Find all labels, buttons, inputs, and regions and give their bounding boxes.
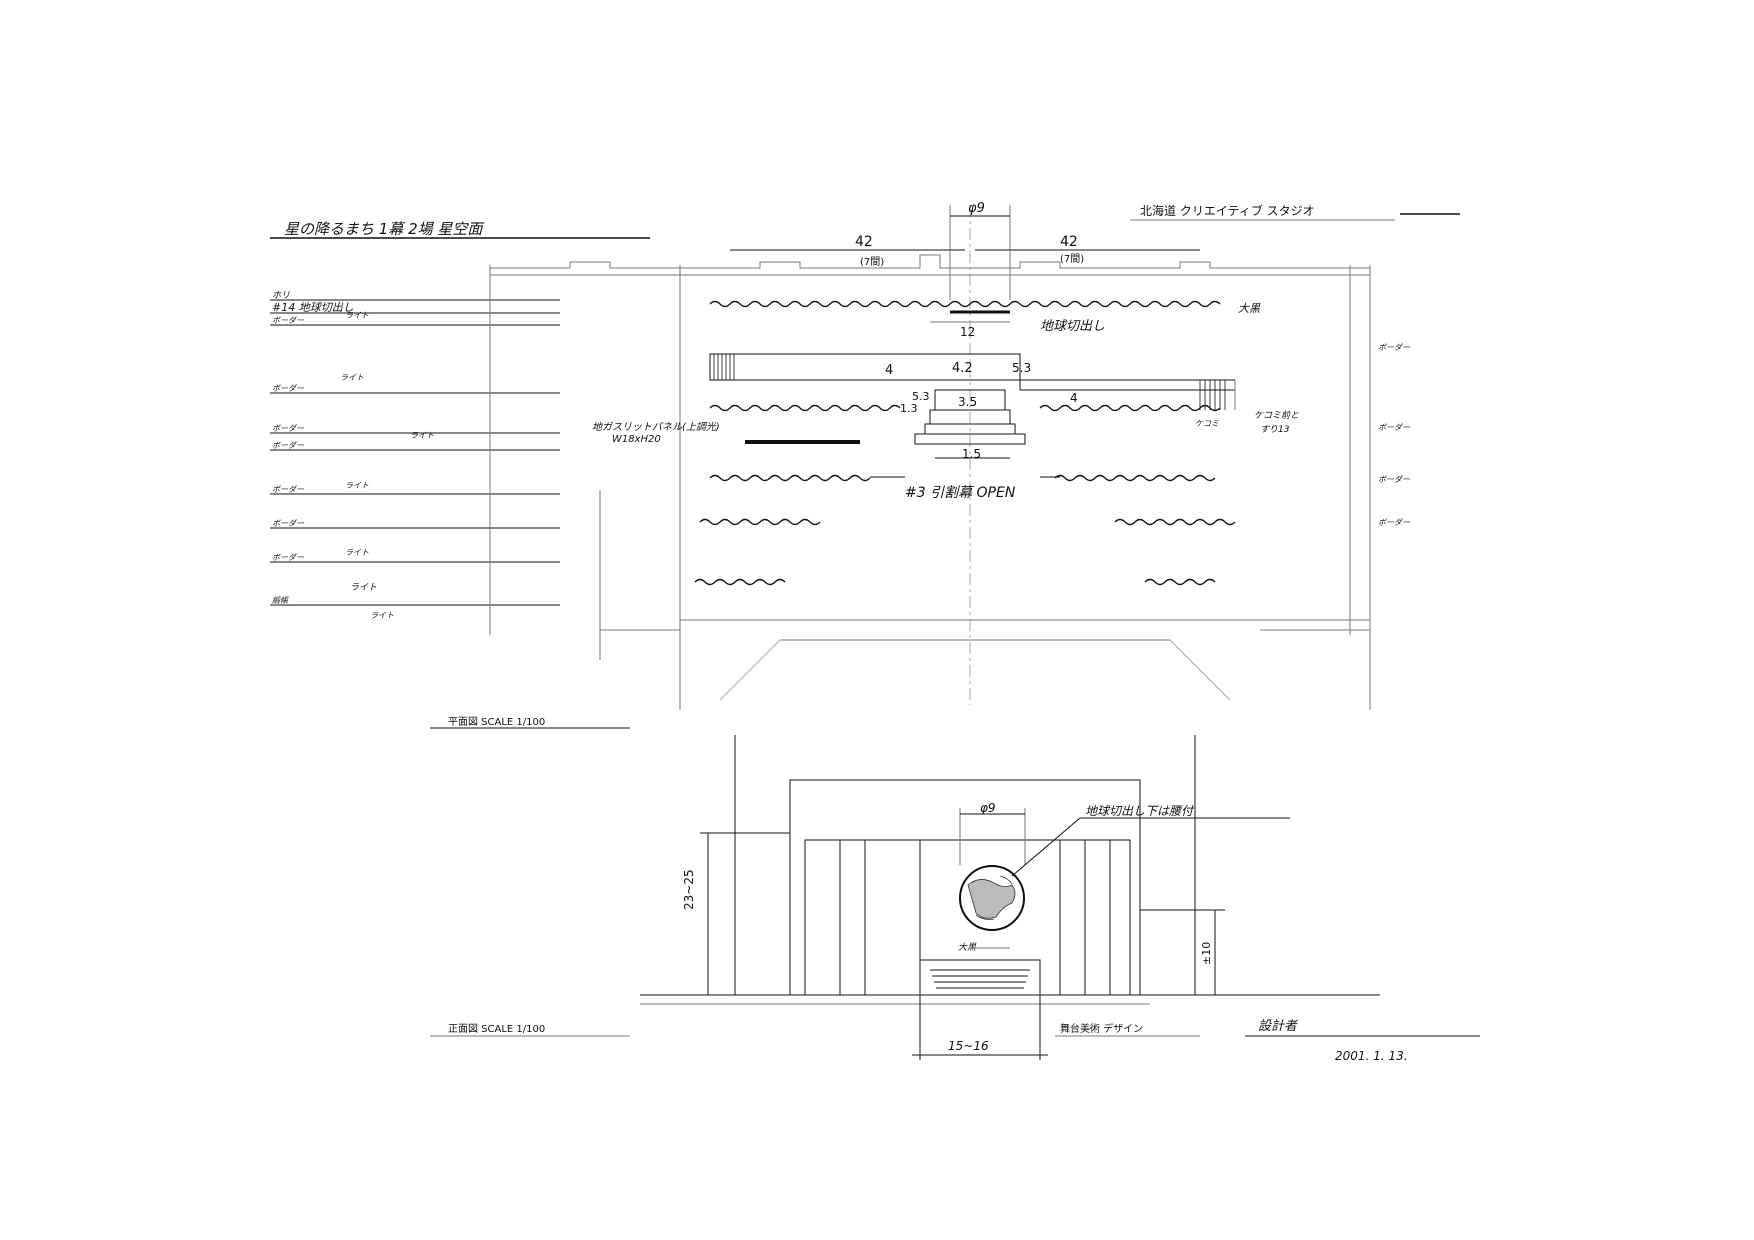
left-label-1: #14 地球切出し: [272, 301, 354, 314]
header-stamp: 北海道 クリエイティブ スタジオ: [1140, 203, 1315, 218]
designer-signature: 設計者: [1258, 1019, 1299, 1034]
dim-right: 42: [1060, 234, 1078, 250]
elevation-view: φ9 地球切出し下は腰付 大黒 23~25 ±10 15~16: [430, 735, 1380, 1060]
note-5: ライト: [350, 582, 377, 593]
elevation-scale-label: 正面図 SCALE 1/100: [448, 1023, 545, 1035]
left-label-0: ホリ: [272, 290, 290, 301]
curtain-lines: [694, 300, 1236, 586]
label-kuro: 大黒: [1238, 302, 1261, 315]
label-stairs-2: ケコミ: [1195, 419, 1219, 428]
dim-12: 12: [960, 325, 975, 339]
globe-cutout-icon: [959, 865, 1025, 931]
right-label-2: ボーダー: [1378, 475, 1411, 484]
label-stairs-1: ケコミ前と: [1254, 410, 1299, 421]
elev-globe-note: 地球切出し下は腰付: [1085, 804, 1195, 818]
elev-dim-base: ±10: [1200, 942, 1213, 965]
note-6: ライト: [370, 611, 394, 620]
right-label-3: ボーダー: [1378, 518, 1411, 527]
dim-1-3: 1.3: [900, 402, 918, 415]
note-0: ライト: [345, 311, 369, 320]
plan-scale-label: 平面図 SCALE 1/100: [448, 716, 545, 728]
plan-view: φ9 42 (7間) 42 (7間) ホリ #14 地球切出し ボーダー ボーダ…: [270, 201, 1411, 729]
left-label-4: ボーダー: [272, 424, 305, 433]
drawing-date: 2001. 1. 13.: [1335, 1049, 1408, 1063]
dim-1-5: 1.5: [962, 447, 981, 461]
footer-block: 舞台美術 デザイン 設計者 2001. 1. 13.: [1055, 1019, 1480, 1063]
dim-5-3b: 5.3: [912, 390, 930, 403]
elev-dim-circle: φ9: [980, 801, 996, 815]
dim-3-5: 3.5: [958, 395, 977, 409]
label-stairs-3: すり13: [1260, 424, 1290, 435]
left-label-5: ボーダー: [272, 441, 305, 450]
left-label-7: ボーダー: [272, 519, 305, 528]
label-globe: 地球切出し: [1040, 319, 1105, 334]
label-curtain: #3 引割幕 OPEN: [905, 485, 1016, 501]
left-label-2: ボーダー: [272, 316, 305, 325]
left-label-9: 緞帳: [272, 596, 289, 605]
stair-hatch-right: [1199, 380, 1226, 410]
dim-4: 4: [885, 363, 893, 378]
elev-label-kuro: 大黒: [958, 942, 977, 953]
note-3: ライト: [345, 481, 369, 490]
right-label-1: ボーダー: [1378, 423, 1411, 432]
left-label-6: ボーダー: [272, 485, 305, 494]
stair-hatch-left: [713, 354, 735, 380]
elev-dim-height: 23~25: [682, 869, 696, 910]
dim-right-sub: (7間): [1060, 253, 1084, 265]
dim-left-sub: (7間): [860, 256, 884, 268]
footer-note: 舞台美術 デザイン: [1060, 1022, 1143, 1035]
label-slit-1: 地ガスリットパネル(上調光): [592, 421, 720, 433]
dim-circle-top: φ9: [968, 201, 985, 216]
label-slit-2: W18xH20: [612, 434, 661, 445]
left-label-8: ボーダー: [272, 553, 305, 562]
elev-dim-width: 15~16: [948, 1039, 989, 1053]
note-2: ライト: [410, 431, 434, 440]
note-1: ライト: [340, 373, 364, 382]
title-block: 星の降るまち 1幕 2場 星空面 北海道 クリエイティブ スタジオ: [270, 203, 1460, 239]
dim-5-3: 5.3: [1012, 361, 1031, 375]
drawing-title: 星の降るまち 1幕 2場 星空面: [284, 220, 485, 238]
dim-4-2: 4.2: [952, 361, 973, 376]
note-4: ライト: [345, 548, 369, 557]
dim-4b: 4: [1070, 391, 1078, 405]
dim-left: 42: [855, 234, 873, 250]
right-label-0: ボーダー: [1378, 343, 1411, 352]
left-label-3: ボーダー: [272, 384, 305, 393]
